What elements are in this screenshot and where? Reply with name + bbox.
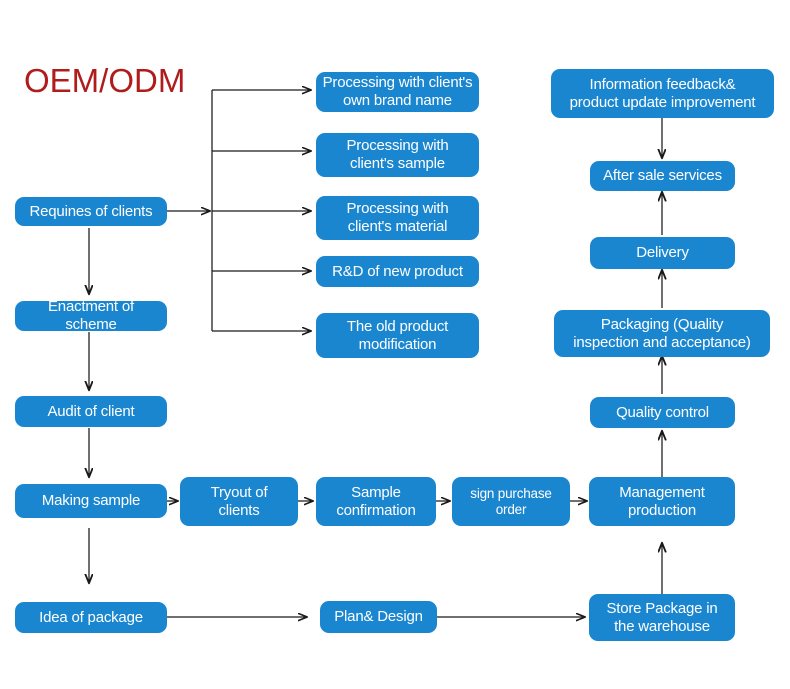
node-packaging-quality[interactable]: Packaging (Quality inspection and accept… <box>554 310 770 357</box>
node-processing-client-material[interactable]: Processing with client's material <box>316 196 479 240</box>
node-after-sale-services[interactable]: After sale services <box>590 161 735 191</box>
node-store-package-warehouse[interactable]: Store Package in the warehouse <box>589 594 735 641</box>
node-information-feedback[interactable]: Information feedback& product update imp… <box>551 69 774 118</box>
node-quality-control[interactable]: Quality control <box>590 397 735 428</box>
node-processing-own-brand[interactable]: Processing with client's own brand name <box>316 72 479 112</box>
node-sample-confirmation[interactable]: Sample confirmation <box>316 477 436 526</box>
node-audit-of-client[interactable]: Audit of client <box>15 396 167 427</box>
page-title: OEM/ODM <box>24 62 186 99</box>
node-idea-of-package[interactable]: Idea of package <box>15 602 167 633</box>
node-plan-design[interactable]: Plan& Design <box>320 601 437 633</box>
node-processing-client-sample[interactable]: Processing with client's sample <box>316 133 479 177</box>
node-delivery[interactable]: Delivery <box>590 237 735 269</box>
node-management-production[interactable]: Management production <box>589 477 735 526</box>
node-sign-purchase-order[interactable]: sign purchase order <box>452 477 570 526</box>
node-enactment-of-scheme[interactable]: Enactment of scheme <box>15 298 167 333</box>
node-rd-of-new-product[interactable]: R&D of new product <box>316 256 479 287</box>
node-requines-of-clients[interactable]: Requines of clients <box>15 197 167 226</box>
node-old-product-modification[interactable]: The old product modification <box>316 313 479 358</box>
node-making-sample[interactable]: Making sample <box>15 484 167 518</box>
node-tryout-of-clients[interactable]: Tryout of clients <box>180 477 298 526</box>
